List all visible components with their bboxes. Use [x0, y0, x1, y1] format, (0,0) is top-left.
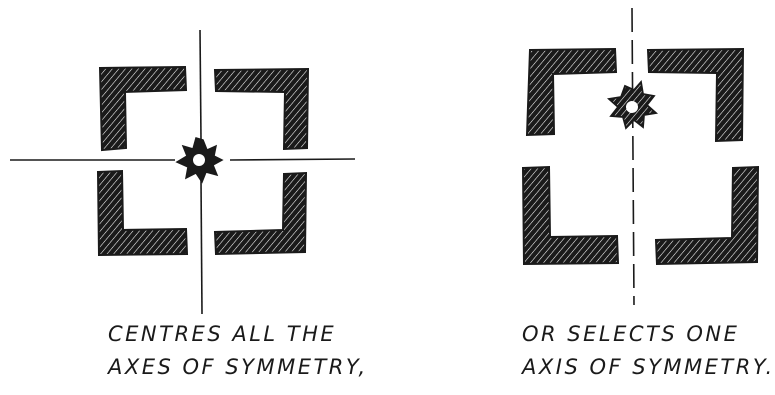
- right-wall-bottom-left: [523, 167, 618, 264]
- right-caption: OR SELECTS ONE AXIS OF SYMMETRY.: [522, 318, 775, 384]
- left-wall-bottom-left: [98, 171, 187, 255]
- left-sketch: [10, 30, 355, 314]
- right-vertical-axis: [632, 8, 634, 305]
- left-wall-top-right: [215, 69, 308, 149]
- right-caption-line2: AXIS OF SYMMETRY.: [522, 351, 775, 384]
- right-wall-bottom-right: [656, 167, 758, 264]
- left-vertical-axis-lower: [201, 180, 202, 314]
- right-sketch: [523, 8, 758, 305]
- right-wall-top-right: [648, 49, 743, 141]
- left-caption-line1: CENTRES ALL THE: [108, 318, 368, 351]
- left-wall-bottom-right: [215, 173, 306, 254]
- right-caption-line1: OR SELECTS ONE: [522, 318, 775, 351]
- left-wall-top-left: [100, 67, 186, 150]
- left-caption-line2: AXES OF SYMMETRY,: [108, 351, 368, 384]
- left-caption: CENTRES ALL THE AXES OF SYMMETRY,: [108, 318, 368, 384]
- left-horizontal-axis-right: [230, 159, 355, 160]
- right-wall-top-left: [527, 49, 616, 135]
- left-vertical-axis: [200, 30, 201, 140]
